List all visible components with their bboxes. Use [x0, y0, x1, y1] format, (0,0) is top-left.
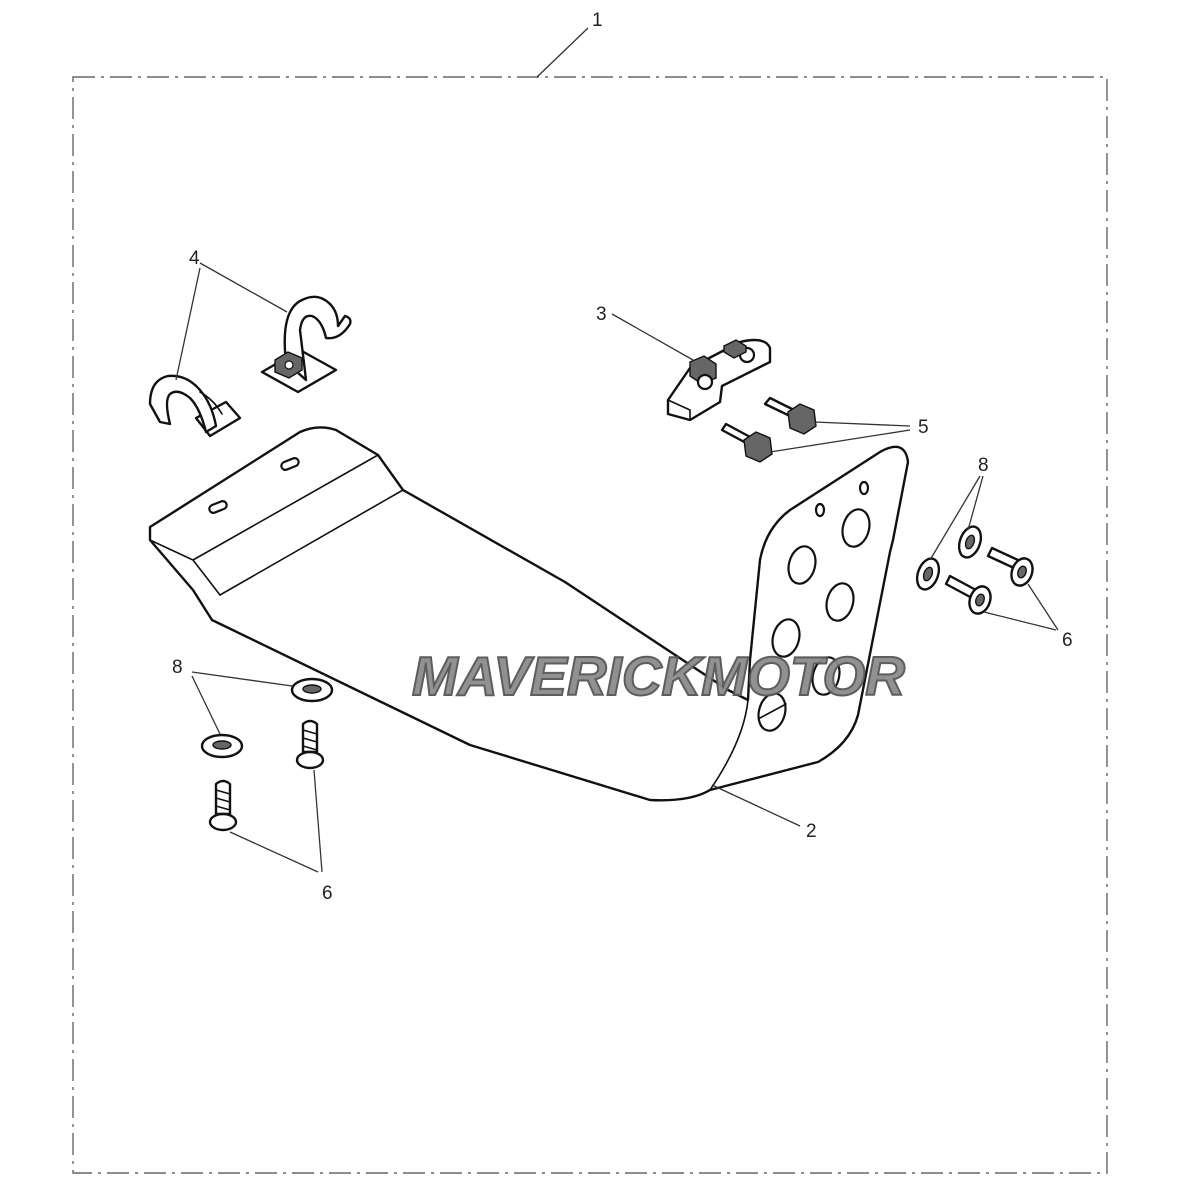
leader-8-right-a	[967, 475, 984, 531]
vent-hole-3	[825, 582, 855, 622]
callout-8-right: 8	[978, 455, 989, 476]
skid-plate-fold-2	[219, 489, 404, 596]
vent-hole-5	[811, 656, 841, 696]
bolt-left-upper	[295, 719, 325, 770]
leader-6-left-a	[313, 769, 323, 873]
skid-plate-part	[148, 426, 910, 802]
leader-8-left-a	[191, 671, 293, 687]
mount-slot-1	[280, 457, 300, 471]
leader-5a	[813, 421, 911, 427]
callout-8-left: 8	[172, 657, 183, 678]
bolt-left-lower	[208, 779, 238, 832]
washer-right-upper	[957, 525, 983, 559]
leader-1	[536, 27, 589, 78]
small-hole-2	[814, 502, 826, 518]
skid-plate-bend	[709, 699, 749, 791]
leader-8-right-b	[929, 475, 981, 561]
leader-6-left-b	[229, 831, 319, 873]
leader-5b	[769, 429, 911, 453]
callout-3: 3	[596, 304, 607, 325]
leader-8-left-b	[191, 675, 221, 735]
leader-6-right-b	[983, 611, 1057, 631]
clamp-part-lower	[148, 374, 242, 438]
skid-plate-outline	[148, 426, 910, 802]
vent-hole-1	[841, 508, 871, 548]
leader-2	[711, 784, 801, 827]
callout-1: 1	[592, 10, 603, 31]
mount-slot-2	[208, 500, 228, 514]
vent-hole-2	[787, 545, 817, 585]
watermark-text: MAVERICKMOTOR	[411, 644, 906, 708]
vent-hole-4	[771, 618, 801, 658]
leader-4a	[199, 262, 288, 313]
callout-4: 4	[189, 248, 200, 269]
washer-right-lower	[915, 557, 941, 591]
clamp-part-upper	[260, 295, 352, 394]
callout-6-left: 6	[322, 883, 333, 904]
leader-3	[611, 313, 694, 361]
bracket-part	[666, 338, 772, 422]
flange-bolt-lower	[720, 422, 773, 463]
skid-plate-edge	[149, 539, 221, 596]
washer-left-upper	[290, 677, 334, 703]
bolt-right-lower	[944, 574, 992, 615]
vent-hole-6-slot	[759, 703, 787, 719]
small-hole-1	[858, 480, 870, 496]
leader-4b	[175, 267, 201, 381]
kit-boundary	[72, 76, 1108, 1174]
flange-bolt-upper	[763, 396, 817, 435]
callout-6-right: 6	[1062, 630, 1073, 651]
washer-left-lower	[200, 733, 244, 759]
bolt-right-upper	[986, 546, 1034, 587]
callout-2: 2	[806, 821, 817, 842]
leader-6-right-a	[1027, 583, 1059, 631]
skid-plate-fold-1	[192, 454, 379, 561]
callout-5: 5	[918, 417, 929, 438]
